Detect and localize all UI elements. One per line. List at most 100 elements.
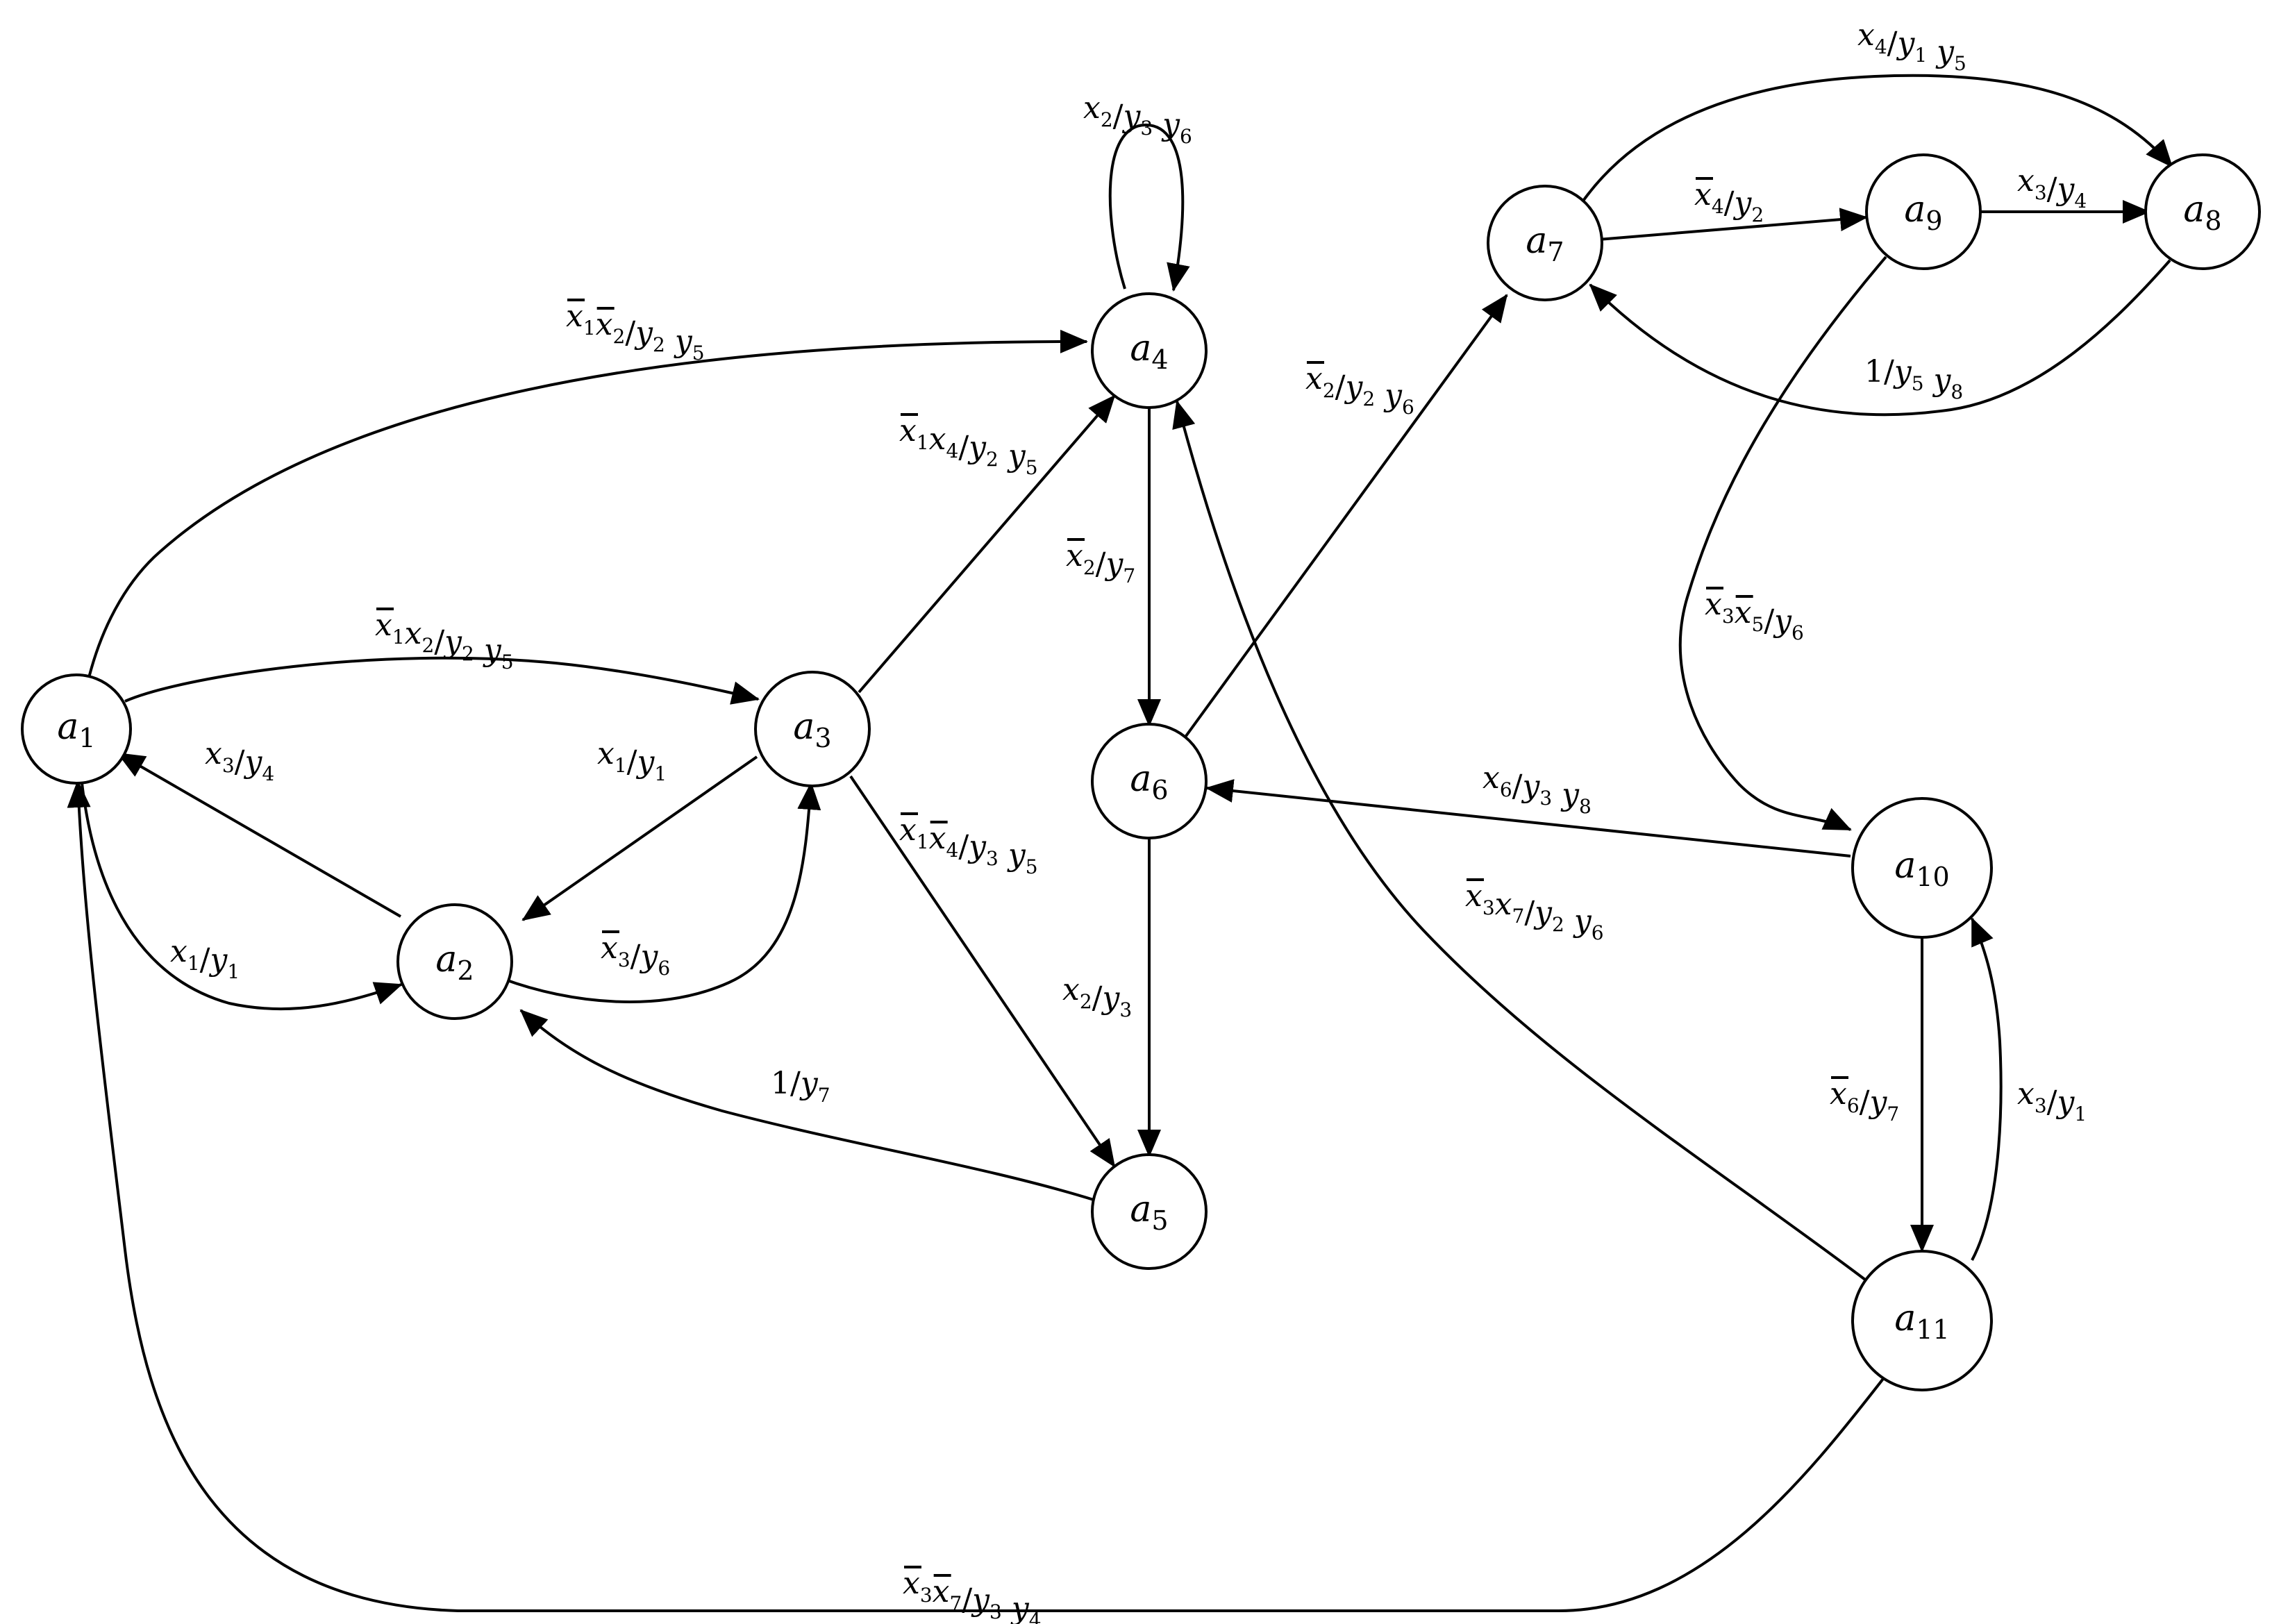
node-a10: a10	[1851, 797, 1993, 939]
node-circle	[1851, 1250, 1993, 1391]
edge-label-a11-a10: x3/y1	[2017, 1076, 2087, 1125]
edge-a6-a7	[1185, 294, 1508, 737]
node-label: a8	[2183, 189, 2221, 236]
edge-label-a9-a10: x3x5/y6	[1705, 587, 1804, 644]
node-a1: a1	[21, 673, 132, 785]
edge-label-text: x3/y6	[601, 930, 670, 980]
edge-label-text: x3/y4	[205, 736, 274, 785]
node-label: a6	[1130, 758, 1168, 805]
node-circle	[1487, 185, 1603, 301]
edge-a2-a1	[117, 752, 402, 918]
node-circle	[396, 903, 513, 1020]
node-circle	[21, 673, 132, 785]
edge-label-text: x4/y1 y5	[1857, 17, 1966, 75]
edge-label-text: x3/y4	[2017, 163, 2087, 212]
node-label: a10	[1894, 845, 1949, 892]
node-circle	[1865, 153, 1982, 270]
node-label: a9	[1904, 189, 1942, 236]
edge-label-text: x3/y1	[2017, 1076, 2087, 1125]
edge-label-a1-a3: x1x2/y2 y5	[375, 608, 514, 673]
edge-label-text: x2/y3 y6	[1083, 90, 1192, 148]
edge-a7-a9	[1598, 208, 1868, 241]
edge-label-text: x3x7/y3 y4	[903, 1566, 1042, 1624]
edge-label-text: x6/y7	[1830, 1076, 1899, 1125]
edge-label-a2-a3: x3/y6	[601, 930, 670, 980]
node-circle	[2144, 153, 2261, 270]
edge-label-a8-a7: 1/y5 y8	[1864, 354, 1963, 403]
edge-a1-a2	[81, 782, 403, 1011]
node-circle	[1091, 723, 1208, 839]
edge-label-text: x6/y3 y8	[1482, 760, 1592, 818]
node-circle	[1091, 292, 1208, 409]
edge-a11-a1	[67, 780, 1887, 1612]
edge-label-a7-a8: x4/y1 y5	[1857, 17, 1966, 75]
edge-label-text: x1x4/y2 y5	[899, 413, 1038, 479]
nodes: a1 a2 a3 a4 a5 a6 a7 a8 a9 a10 a11	[21, 153, 2261, 1391]
edge-label-a4-a4: x2/y3 y6	[1083, 90, 1192, 148]
edge-label-text: x3x7/y2 y6	[1465, 878, 1604, 944]
node-a8: a8	[2144, 153, 2261, 270]
edge-label-a6-a7: x2/y2 y6	[1305, 361, 1414, 419]
edge-label-text: 1/y7	[771, 1066, 830, 1107]
node-label: a1	[57, 706, 95, 753]
edge-a9-a10	[1678, 256, 1887, 831]
edge-label-a10-a11: x6/y7	[1830, 1076, 1899, 1125]
edge-label-a5-a2: 1/y7	[771, 1066, 830, 1107]
edge-label-a4-a6: x2/y7	[1066, 538, 1135, 587]
edge-label-a7-a9: x4/y2	[1694, 177, 1764, 226]
edge-label-text: x1x2/y2 y5	[375, 608, 514, 673]
node-label: a5	[1130, 1189, 1168, 1236]
edge-label-text: x1/y1	[170, 934, 240, 983]
edge-label-text: x2/y2 y6	[1305, 361, 1414, 419]
edge-label-a11-a1: x3x7/y3 y4	[903, 1566, 1042, 1624]
edge-label-text: x1x4/y3 y5	[899, 812, 1038, 878]
edge-label-text: x1/y1	[597, 736, 667, 785]
edges	[67, 74, 2173, 1612]
edge-label-a9-a8: x3/y4	[2017, 163, 2087, 212]
edge-a3-a4	[858, 394, 1116, 694]
edge-label-a3-a5: x1x4/y3 y5	[899, 812, 1038, 878]
edge-label-a6-a5: x2/y3	[1062, 972, 1132, 1021]
edge-a11-a4	[1172, 400, 1866, 1281]
node-label: a11	[1894, 1298, 1949, 1345]
node-a7: a7	[1487, 185, 1603, 301]
edge-a8-a7	[1589, 259, 2171, 417]
node-a11: a11	[1851, 1250, 1993, 1391]
edge-label-text: x2/y3	[1062, 972, 1132, 1021]
edge-a5-a2	[519, 1009, 1094, 1201]
node-a9: a9	[1865, 153, 1982, 270]
node-a6: a6	[1091, 723, 1208, 839]
edge-a3-a5	[849, 775, 1116, 1168]
node-label: a2	[435, 939, 474, 986]
edge-labels: x1x2/y2 y5 x1x2/y2 y5 x1/y1 x3/y4 x3/y6 x1/y1…	[170, 17, 2087, 1624]
edge-label-a1-a4: x1x2/y2 y5	[566, 299, 705, 365]
edge-a4-a4	[1108, 123, 1190, 292]
node-label: a7	[1526, 220, 1564, 267]
node-a3: a3	[754, 671, 871, 787]
edge-a11-a10	[1971, 917, 2003, 1261]
node-label: a3	[793, 706, 831, 753]
edge-a10-a6	[1205, 779, 1851, 857]
node-circle	[754, 671, 871, 787]
edge-a1-a3	[124, 656, 760, 705]
edge-label-text: x3x5/y6	[1705, 587, 1804, 644]
node-label: a4	[1130, 328, 1168, 375]
node-a5: a5	[1091, 1153, 1208, 1270]
edge-label-text: x2/y7	[1066, 538, 1135, 587]
edge-label-a3-a2: x1/y1	[597, 736, 667, 785]
edge-a1-a4	[87, 329, 1088, 678]
node-circle	[1091, 1153, 1208, 1270]
edge-a7-a8	[1580, 74, 2173, 204]
node-a2: a2	[396, 903, 513, 1020]
edge-label-a1-a2: x1/y1	[170, 934, 240, 983]
node-a4: a4	[1091, 292, 1208, 409]
edge-label-text: x4/y2	[1694, 177, 1764, 226]
node-circle	[1851, 797, 1993, 939]
edge-label-a11-a4: x3x7/y2 y6	[1465, 878, 1604, 944]
edge-label-text: 1/y5 y8	[1864, 354, 1963, 403]
edge-label-a10-a6: x6/y3 y8	[1482, 760, 1592, 818]
edge-label-a3-a4: x1x4/y2 y5	[899, 413, 1038, 479]
edge-label-text: x1x2/y2 y5	[566, 299, 705, 365]
edge-label-a2-a1: x3/y4	[205, 736, 274, 785]
